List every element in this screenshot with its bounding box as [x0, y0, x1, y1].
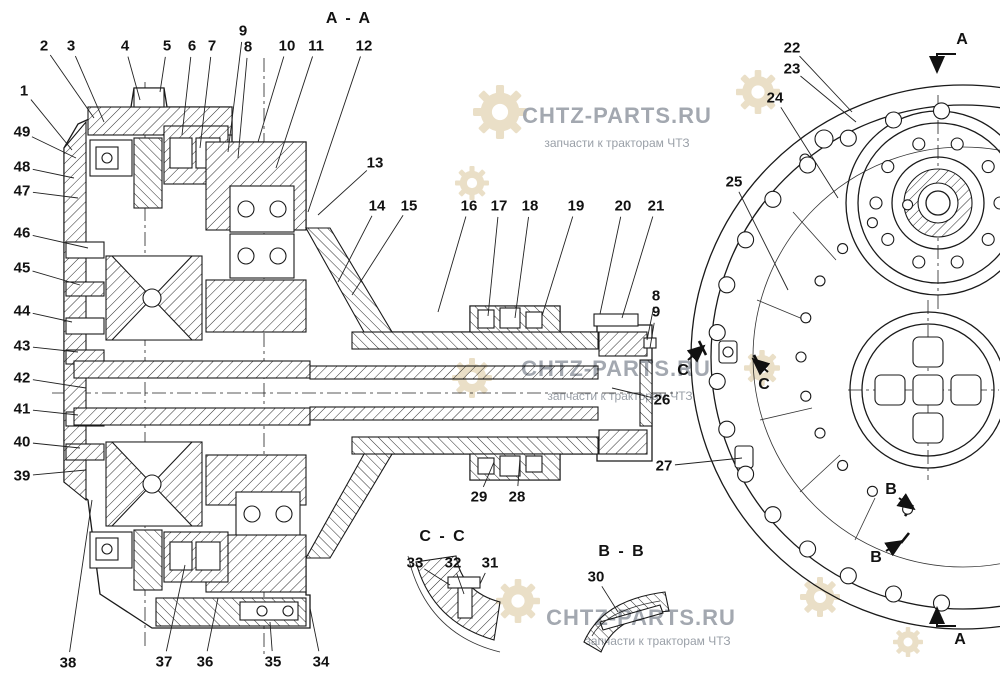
detail-view-bb	[583, 591, 670, 653]
main-section-view	[63, 87, 657, 629]
bolt-holes	[708, 102, 1000, 612]
leader-lines	[30, 41, 857, 653]
section-title-main: A - A	[325, 10, 373, 27]
section-title-detail-b: B - B	[598, 543, 646, 560]
section-title-detail-c: C - C	[419, 528, 467, 545]
side-view	[690, 84, 1000, 630]
detail-view-cc	[407, 555, 501, 653]
